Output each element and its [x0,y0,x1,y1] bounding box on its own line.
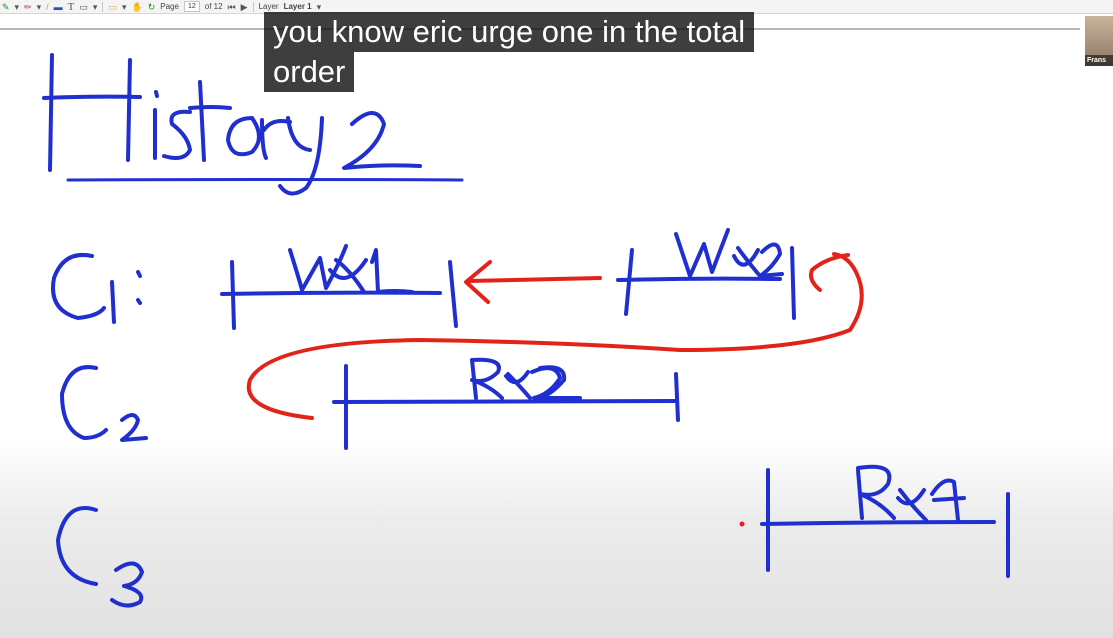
handwritten-title-history-2 [42,53,422,196]
first-page-icon[interactable]: ⏮ [227,1,236,12]
red-dot-marker [739,521,745,527]
participant-video-thumbnail[interactable]: Frans [1085,16,1113,66]
red-loop-rx2-to-wx2 [246,252,864,420]
page-label: Page [160,2,179,11]
highlighter-icon[interactable]: ✏ [24,1,32,12]
participant-name: Frans [1085,55,1113,66]
layer-select[interactable]: Layer 1 [283,2,312,11]
layer-label: Layer [258,2,279,11]
dropdown-icon[interactable]: ▾ [36,1,42,12]
hand-tool-icon[interactable]: ✋ [131,1,143,12]
next-page-icon[interactable]: ▶ [240,1,248,12]
line-weight-icon[interactable]: ▬ [53,1,63,12]
text-tool-icon[interactable]: T [67,0,75,13]
subtitle-caption: you know eric urge one in the total orde… [264,12,834,92]
dropdown-icon[interactable]: ▾ [14,1,20,12]
shape-tool-icon[interactable]: ▭ [79,1,88,12]
op-rx2 [332,357,680,450]
page-total: of 12 [204,2,223,11]
toolbar-divider [102,1,104,12]
label-c2 [60,365,148,442]
refresh-icon[interactable]: ↻ [147,1,156,12]
dropdown-icon[interactable]: ▾ [121,1,127,12]
op-rx1 [760,464,1010,578]
caption-line-1: you know eric urge one in the total [264,12,755,52]
dropdown-icon[interactable]: ▾ [92,1,98,12]
page-number-input[interactable]: 12 [183,1,200,12]
red-arrow-wx2-to-wx1 [464,260,602,304]
color-swatch-icon[interactable]: ▭ [108,1,117,12]
op-wx1 [220,244,458,330]
pen-icon[interactable]: ✎ [2,1,10,12]
marker-icon[interactable]: / [46,1,49,12]
toolbar-divider [252,1,254,12]
layer-dropdown-icon[interactable]: ▾ [316,1,322,12]
op-wx2 [616,228,796,320]
caption-line-2: order [264,52,355,92]
label-c3 [56,506,144,608]
title-underline [66,178,464,182]
label-c1 [51,253,142,324]
